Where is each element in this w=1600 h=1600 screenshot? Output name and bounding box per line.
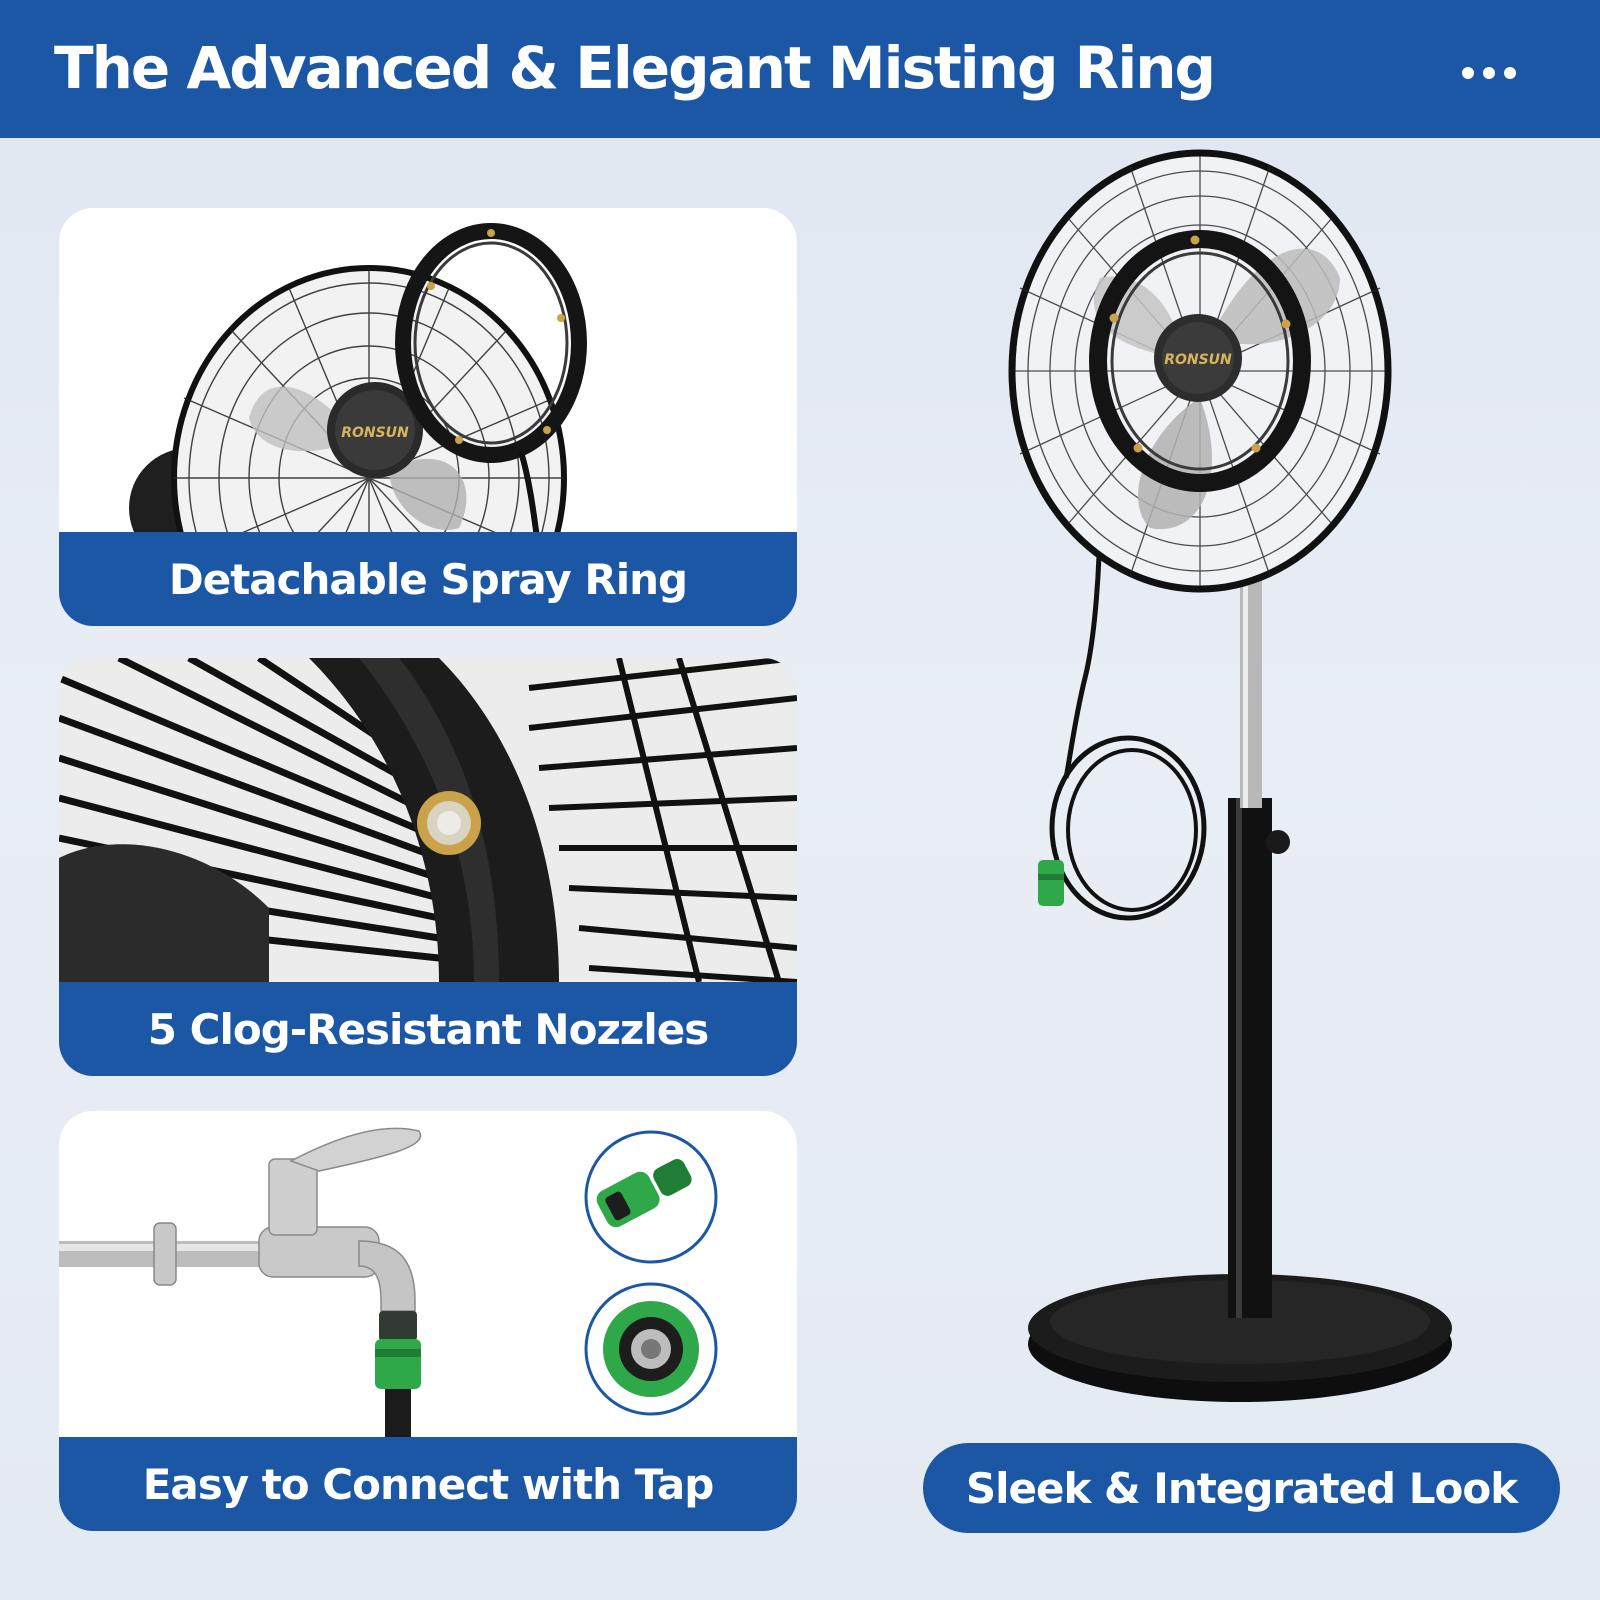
brand-logo: RONSUN [341,425,409,441]
more-horizontal-icon[interactable] [1462,58,1524,88]
brand-logo: RONSUN [1164,352,1232,368]
page-title: The Advanced & Elegant Misting Ring [54,34,1216,102]
feature-card-nozzles: 5 Clog-Resistant Nozzles [59,658,797,1076]
product-caption: Sleek & Integrated Look [923,1443,1560,1533]
feature-caption: Easy to Connect with Tap [59,1437,797,1531]
connector-side-icon [596,1159,692,1228]
detachable-ring-illustration: RONSUN [129,223,587,532]
nozzle-closeup-illustration [59,658,797,982]
connector-end-icon [603,1301,699,1397]
header-banner: The Advanced & Elegant Misting Ring [0,0,1600,138]
feature-caption: Detachable Spray Ring [59,532,797,626]
feature-caption: 5 Clog-Resistant Nozzles [59,982,797,1076]
tap-connection-illustration [59,1127,718,1437]
feature-card-tap-connection: Easy to Connect with Tap [59,1111,797,1531]
stand-fan-illustration: RONSUN [1008,149,1452,1402]
feature-card-spray-ring: RONSUN Detachable Spray Ring [59,208,797,626]
